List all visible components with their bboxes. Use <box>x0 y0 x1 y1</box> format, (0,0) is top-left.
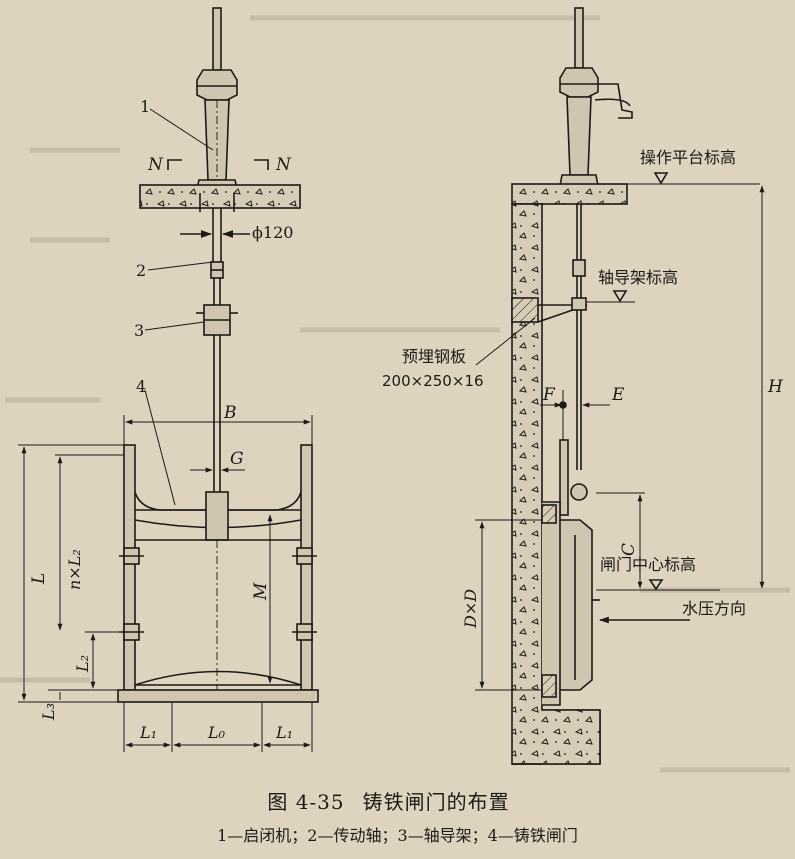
dim-L1-left: L₁ <box>139 723 157 742</box>
dim-E: E <box>611 385 625 405</box>
dim-L2: L₂ <box>73 655 92 673</box>
section-mark-left: N <box>147 155 164 175</box>
dim-C: C <box>619 543 639 556</box>
front-view-labels: 1 2 3 4 N N ϕ120 B G L n×L₂ M L₂ L₃ L₁ L… <box>29 97 293 742</box>
dim-nL2: n×L₂ <box>65 549 84 590</box>
guide-elevation-label: 轴导架标高 <box>598 268 678 287</box>
dim-L: L <box>29 573 49 585</box>
dim-F: F <box>542 385 556 405</box>
dim-L0: L₀ <box>207 723 226 742</box>
figure-legend: 1—启闭机；2—传动轴；3—轴导架；4—铸铁闸门 <box>217 826 578 845</box>
front-view <box>18 7 319 752</box>
background-ghost-lines <box>0 15 790 773</box>
callout-4: 4 <box>136 377 146 396</box>
side-view <box>475 7 765 765</box>
water-pressure-label: 水压方向 <box>682 599 746 618</box>
figure-caption: 图 4-35 铸铁闸门的布置 <box>0 786 795 815</box>
dim-M: M <box>251 582 271 601</box>
shaft-diameter-label: ϕ120 <box>252 223 293 242</box>
platform-elevation-label: 操作平台标高 <box>640 148 736 167</box>
embedded-plate-size: 200×250×16 <box>382 372 483 390</box>
dim-L3: L₃ <box>39 703 58 721</box>
callout-1: 1 <box>140 97 150 116</box>
callout-2: 2 <box>136 261 146 280</box>
callout-3: 3 <box>134 321 144 340</box>
section-mark-right: N <box>275 155 292 175</box>
dim-DxD: D×D <box>461 589 480 629</box>
figure-title: 铸铁闸门的布置 <box>362 790 510 814</box>
gate-center-elevation-label: 闸门中心标高 <box>600 555 696 574</box>
figure-number: 图 4-35 <box>267 790 345 814</box>
dim-B: B <box>223 403 237 423</box>
dim-G: G <box>230 449 244 469</box>
dim-L1-right: L₁ <box>275 723 293 742</box>
side-view-labels: 操作平台标高 轴导架标高 预埋钢板 200×250×16 闸门中心标高 水压方向… <box>382 148 784 629</box>
dim-H: H <box>767 377 784 397</box>
embedded-plate-label: 预埋钢板 <box>402 347 466 366</box>
